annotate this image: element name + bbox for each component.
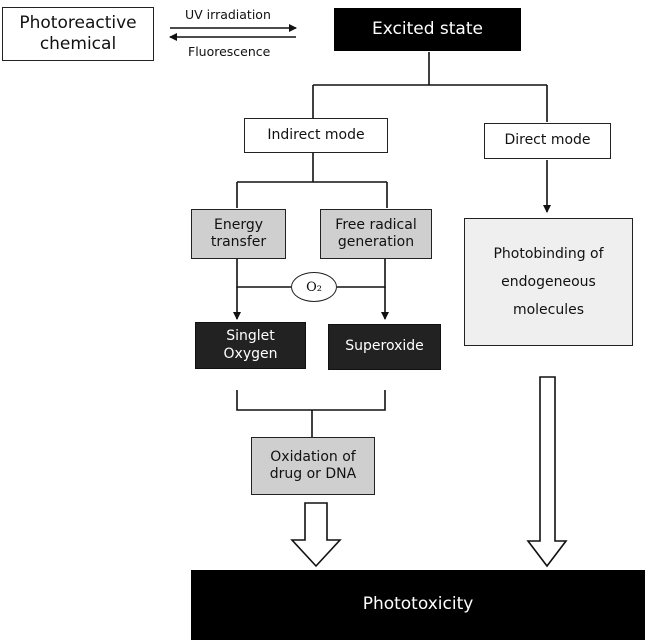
hollow-arrow-left xyxy=(290,502,342,568)
oxygen-text: O₂ xyxy=(306,279,322,295)
excited-state-box: Excited state xyxy=(334,8,521,51)
free-radical-generation-box: Free radical generation xyxy=(320,209,432,259)
photobinding-text: Photobinding of endogeneous molecules xyxy=(493,246,604,318)
photoreactive-chemical-box: Photoreactive chemical xyxy=(2,7,154,61)
o2-right-line xyxy=(337,259,386,288)
fluorescence-label: Fluorescence xyxy=(188,44,271,59)
photoreactive-chemical-text: Photoreactive chemical xyxy=(19,12,137,54)
direct-mode-box: Direct mode xyxy=(484,123,611,159)
direct-mode-text: Direct mode xyxy=(504,132,591,149)
singlet-oxygen-text: Singlet Oxygen xyxy=(223,328,278,362)
indirect-fork-lines xyxy=(236,153,388,208)
o2-left-line xyxy=(236,259,291,288)
energy-transfer-text: Energy transfer xyxy=(210,216,267,251)
indirect-mode-box: Indirect mode xyxy=(244,118,388,153)
superoxide-text: Superoxide xyxy=(345,338,424,355)
oxidation-box: Oxidation of drug or DNA xyxy=(251,437,375,495)
photobinding-box: Photobinding of endogeneous molecules xyxy=(464,218,633,346)
phototoxicity-text: Phototoxicity xyxy=(362,594,474,615)
singlet-oxygen-box: Singlet Oxygen xyxy=(195,322,306,369)
excited-state-text: Excited state xyxy=(372,18,483,39)
free-radical-generation-text: Free radical generation xyxy=(335,216,417,251)
indirect-mode-text: Indirect mode xyxy=(267,126,365,143)
energy-transfer-box: Energy transfer xyxy=(191,209,286,259)
merge-bracket xyxy=(236,390,386,437)
superoxide-box: Superoxide xyxy=(328,324,441,370)
excited-fork-lines xyxy=(312,52,548,122)
phototoxicity-bar: Phototoxicity xyxy=(191,570,645,640)
uv-irradiation-label: UV irradiation xyxy=(185,7,271,22)
oxygen-circle: O₂ xyxy=(291,272,337,302)
hollow-arrow-right xyxy=(526,376,568,568)
oxidation-text: Oxidation of drug or DNA xyxy=(269,448,357,483)
